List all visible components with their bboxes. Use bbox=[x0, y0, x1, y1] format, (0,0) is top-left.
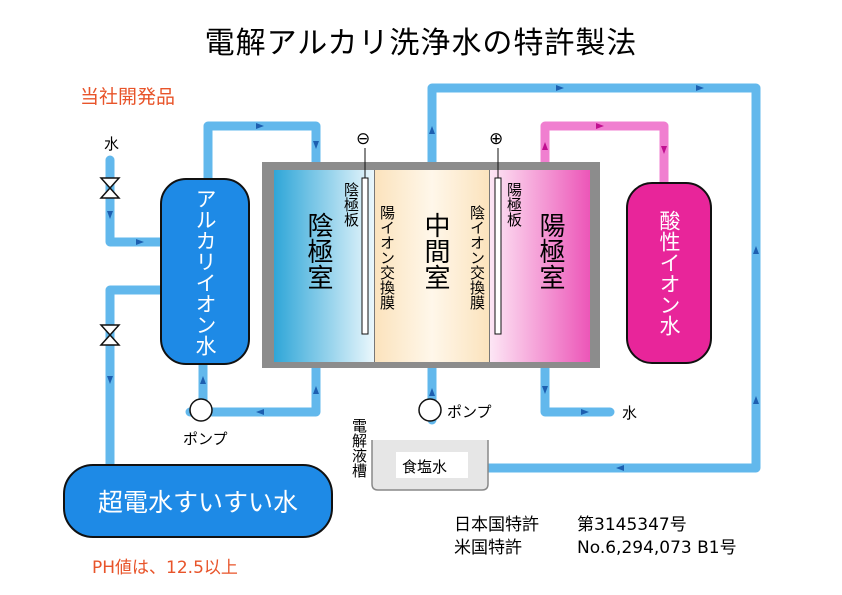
company-label: 当社開発品 bbox=[80, 82, 175, 109]
pump-middle-label: ポンプ bbox=[447, 401, 492, 422]
alkaline-water-tank: アルカリイオン水 bbox=[160, 178, 250, 365]
acidic-water-label: 酸性イオン水 bbox=[654, 210, 684, 336]
cathode-plate-bar bbox=[362, 178, 368, 334]
water-outlet-right-label: 水 bbox=[622, 402, 637, 423]
us-patent-label: 米国特許 bbox=[454, 533, 522, 558]
cation-membrane-label: 陽イオン交換膜 bbox=[377, 205, 398, 310]
plus-terminal-icon: ⊕ bbox=[489, 129, 503, 149]
electrolyte-tank-label: 電解液槽 bbox=[349, 418, 370, 478]
jp-patent-number: 第3145347号 bbox=[577, 510, 687, 535]
product-label: 超電水すいすい水 bbox=[98, 483, 298, 519]
valve-bottom[interactable] bbox=[101, 325, 119, 345]
water-inlet-top-label: 水 bbox=[104, 133, 119, 154]
page-title: 電解アルカリ洗浄水の特許製法 bbox=[0, 18, 842, 62]
minus-terminal-icon: ⊖ bbox=[356, 129, 370, 149]
salt-water-label: 食塩水 bbox=[402, 456, 447, 477]
anion-membrane-label: 陰イオン交換膜 bbox=[467, 205, 488, 310]
anode-plate-bar bbox=[495, 178, 501, 334]
pipe-water-inlet bbox=[110, 160, 160, 242]
ph-note: PH値は、12.5以上 bbox=[92, 553, 238, 578]
middle-chamber-label: 中間室 bbox=[417, 212, 454, 290]
pump-left-icon[interactable] bbox=[190, 399, 212, 421]
valve-top[interactable] bbox=[101, 178, 119, 198]
cathode-plate-label: 陰極板 bbox=[341, 182, 362, 227]
pump-left-label: ポンプ bbox=[183, 428, 228, 449]
anode-plate-label: 陽極板 bbox=[504, 182, 525, 227]
pipe-anode-outlet bbox=[545, 368, 610, 412]
anode-chamber-label: 陽極室 bbox=[532, 212, 569, 290]
pipe-alkaline-to-product bbox=[110, 290, 160, 464]
us-patent-number: No.6,294,073 B1号 bbox=[577, 533, 737, 558]
product-tank: 超電水すいすい水 bbox=[63, 464, 333, 538]
pump-middle-icon[interactable] bbox=[419, 399, 441, 421]
jp-patent-label: 日本国特許 bbox=[454, 510, 539, 535]
alkaline-water-label: アルカリイオン水 bbox=[190, 188, 220, 356]
acidic-water-tank: 酸性イオン水 bbox=[626, 182, 712, 364]
pipe-cathode-to-pump bbox=[212, 368, 316, 412]
cathode-chamber-label: 陰極室 bbox=[300, 212, 337, 290]
